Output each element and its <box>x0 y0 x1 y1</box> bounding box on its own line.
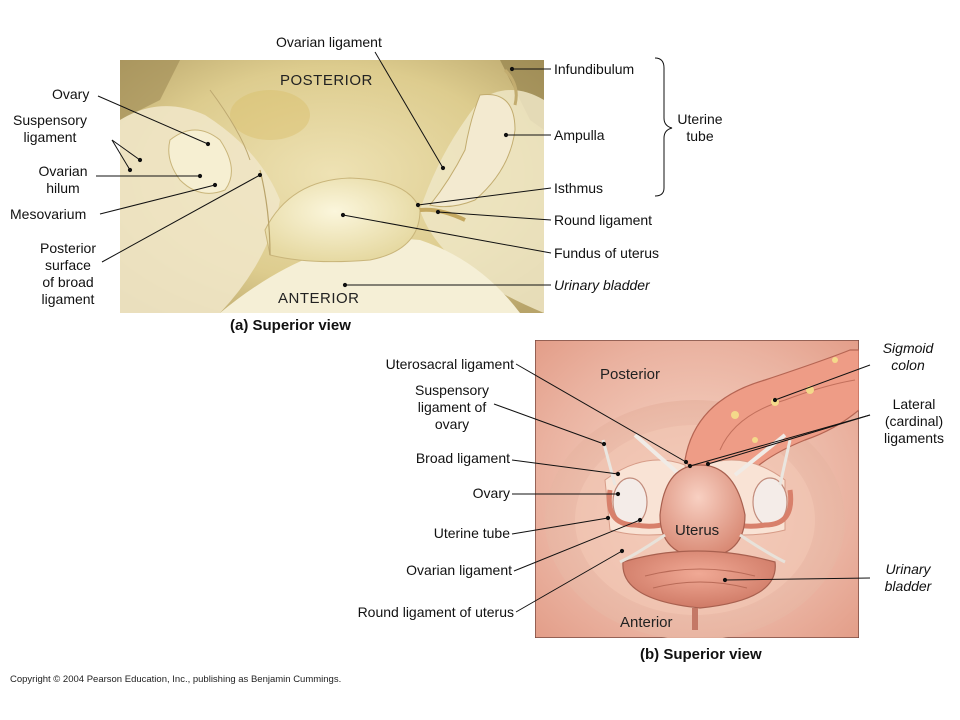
ill-posterior-label: Posterior <box>600 366 661 383</box>
label-suspensory-ligament-ovary-b: Suspensory ligament of ovary <box>410 382 494 433</box>
label-posterior-surface-a: Posterior surface of broad ligament <box>28 240 108 308</box>
label-suspensory-ligament-a: Suspensory ligament <box>10 112 90 146</box>
label-fundus-a: Fundus of uterus <box>554 245 660 261</box>
label-isthmus-a: Isthmus <box>554 180 604 196</box>
label-susp-line2: ligament of <box>417 399 487 415</box>
label-lateral-cardinal-b: Lateral (cardinal) ligaments <box>872 396 956 447</box>
photo-anterior-label: ANTERIOR <box>278 290 360 307</box>
label-suspensory-line2: ligament <box>23 129 77 145</box>
label-ampulla-a: Ampulla <box>554 127 605 143</box>
label-ovary-b: Ovary <box>472 485 510 501</box>
label-susp-line1: Suspensory <box>415 382 489 398</box>
label-psb-line2: surface <box>45 257 91 273</box>
label-sigmoid-line1: Sigmoid <box>882 340 934 356</box>
label-lateral-line3: ligaments <box>884 430 944 446</box>
label-hilum-line1: Ovarian <box>38 163 88 179</box>
label-uterine-tube-b: Uterine tube <box>433 525 510 541</box>
label-psb-line1: Posterior <box>39 240 97 256</box>
caption-b: (b) Superior view <box>640 646 762 663</box>
illustration-superior-view <box>535 340 859 638</box>
ill-uterus-label: Uterus <box>675 522 720 539</box>
label-uterosacral-b: Uterosacral ligament <box>385 356 514 372</box>
photo-superior-view <box>120 60 544 313</box>
label-mesovarium-a: Mesovarium <box>10 206 87 222</box>
label-ovarian-hilum-a: Ovarian hilum <box>28 163 98 197</box>
label-round-ligament-a: Round ligament <box>554 212 653 228</box>
photo-posterior-label: POSTERIOR <box>280 72 373 89</box>
label-hilum-line2: hilum <box>46 180 80 196</box>
label-uterine-tube-a: Uterine tube <box>672 111 728 145</box>
label-urinary-line2: bladder <box>884 578 932 594</box>
caption-a: (a) Superior view <box>230 317 351 334</box>
label-urinary-bladder-a: Urinary bladder <box>554 277 650 293</box>
label-infundibulum-a: Infundibulum <box>554 61 635 77</box>
label-ovarian-ligament-a: Ovarian ligament <box>276 34 382 50</box>
label-ovary-a: Ovary <box>52 86 90 102</box>
label-psb-line4: ligament <box>41 291 95 307</box>
label-sigmoid-colon-b: Sigmoid colon <box>872 340 944 374</box>
label-sigmoid-line2: colon <box>891 357 925 373</box>
label-psb-line3: of broad <box>42 274 94 290</box>
label-lateral-line2: (cardinal) <box>884 413 944 429</box>
label-urinary-line1: Urinary <box>885 561 931 577</box>
label-tube-line1: Uterine <box>677 111 723 127</box>
label-suspensory-line1: Suspensory <box>13 112 87 128</box>
label-urinary-bladder-b: Urinary bladder <box>872 561 944 595</box>
ill-anterior-label: Anterior <box>620 614 673 631</box>
label-lateral-line1: Lateral <box>892 396 936 412</box>
label-broad-ligament-b: Broad ligament <box>415 450 510 466</box>
label-round-ligament-uterus-b: Round ligament of uterus <box>357 604 514 620</box>
uterine-tube-bracket <box>654 57 673 197</box>
label-ovarian-ligament-b: Ovarian ligament <box>406 562 512 578</box>
copyright-notice: Copyright © 2004 Pearson Education, Inc.… <box>10 674 342 685</box>
label-tube-line2: tube <box>686 128 714 144</box>
label-susp-line3: ovary <box>434 416 470 432</box>
